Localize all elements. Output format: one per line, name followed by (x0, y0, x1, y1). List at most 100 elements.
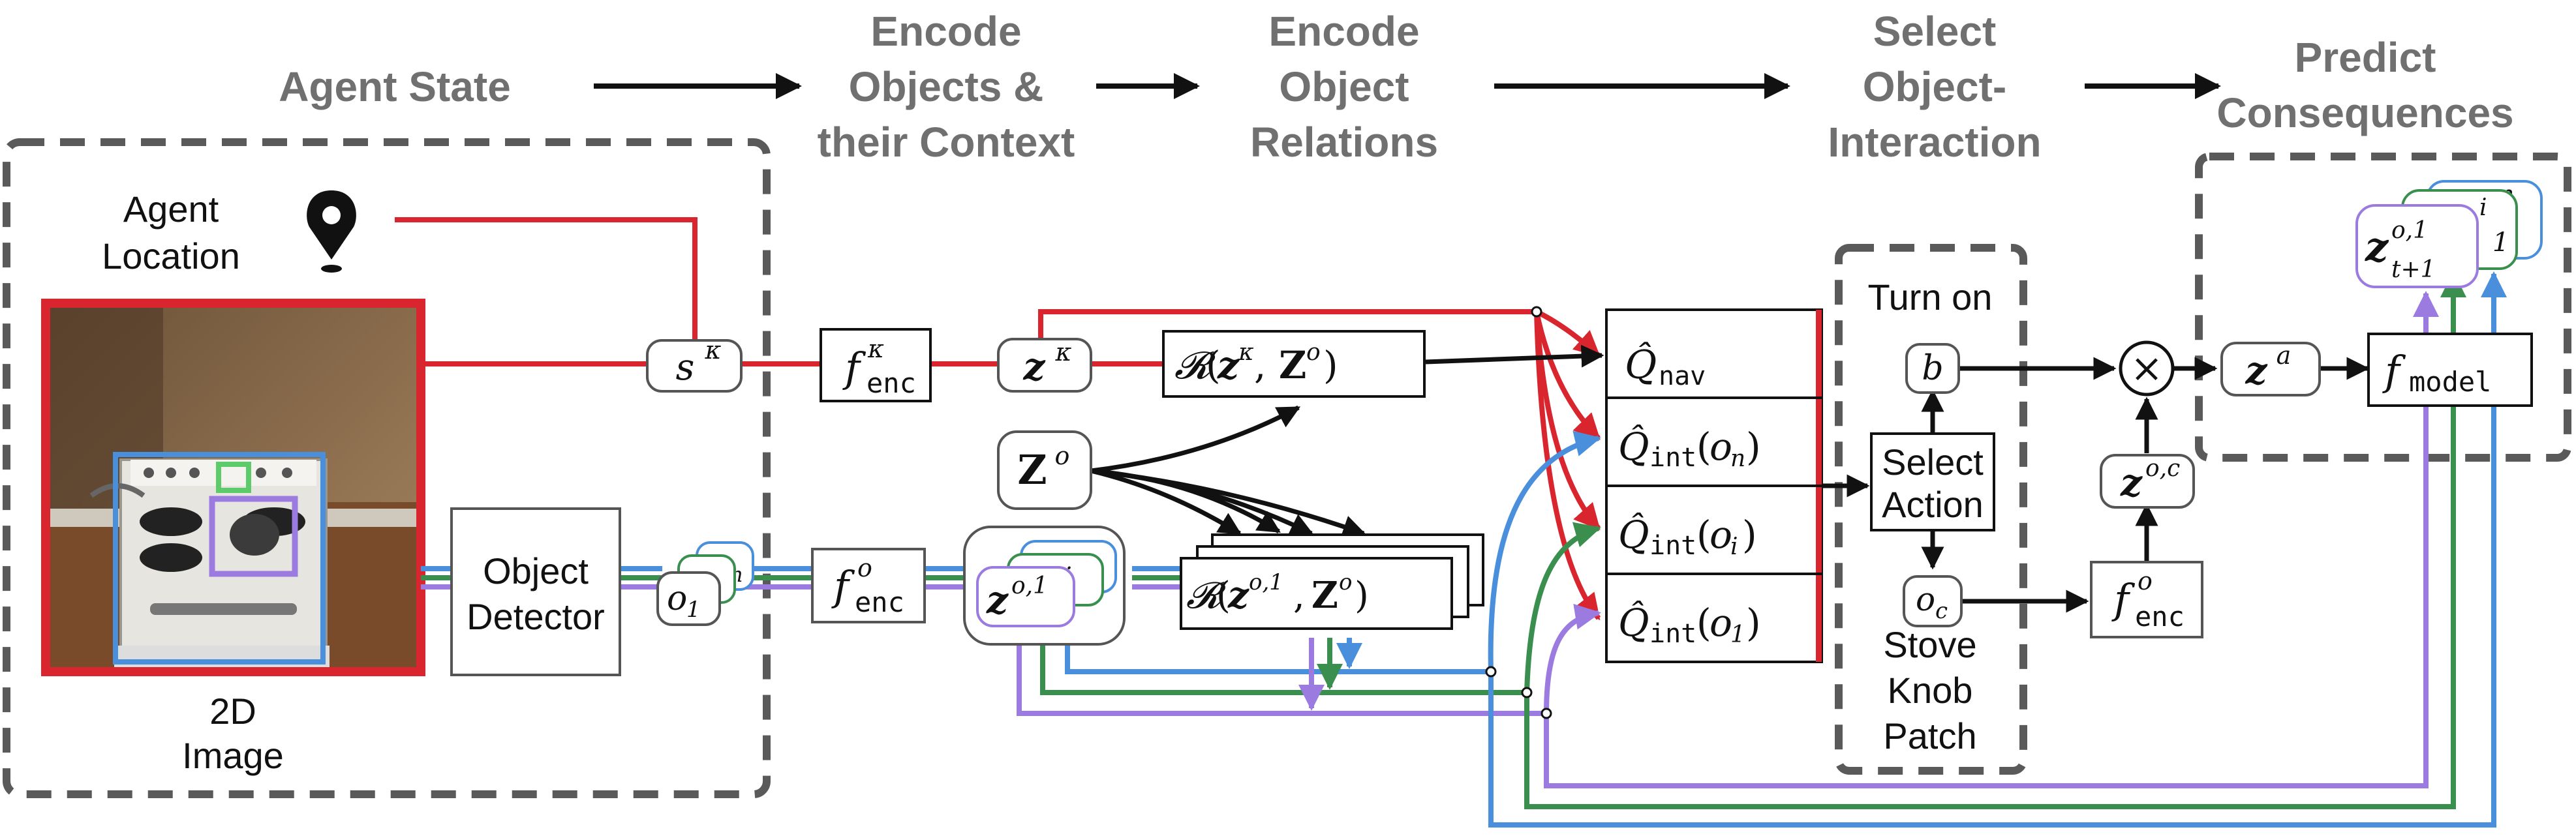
svg-text:o,1: o,1 (1011, 573, 1048, 599)
svg-text:o,1: o,1 (2391, 217, 2428, 244)
svg-text:Image: Image (182, 735, 284, 776)
svg-text:t+1: t+1 (2391, 256, 2436, 283)
svg-text:o: o (1339, 569, 1352, 595)
svg-text:c: c (1935, 598, 1948, 624)
f-enc-kappa-box: f κ enc (820, 328, 932, 402)
svg-text:enc: enc (855, 586, 904, 618)
object-detector-box: Object Detector (450, 507, 621, 676)
stage-predict: Predict Consequences (2216, 34, 2513, 136)
stage-select-interaction: Select Object- Interaction (1828, 8, 2041, 166)
svg-text:Encode: Encode (870, 8, 1021, 55)
svg-text:their Context: their Context (818, 119, 1075, 166)
svg-text:o: o (1710, 513, 1732, 557)
red-wires (395, 217, 1601, 621)
svg-text:z: z (2365, 223, 2389, 271)
svg-text:model: model (2409, 366, 2491, 398)
svg-text:): ) (1746, 601, 1761, 645)
svg-text:(: ( (1696, 601, 1711, 645)
svg-text:Select: Select (1882, 441, 1984, 483)
svg-text:Q̂: Q̂ (1625, 342, 1657, 388)
svg-text:o: o (1055, 441, 1070, 470)
svg-text:int: int (1649, 443, 1696, 473)
svg-text:n: n (1730, 445, 1745, 472)
z-objects-node: Z o (997, 430, 1092, 510)
z-action-node: z a (2220, 341, 2321, 396)
object-token-stack: o n o i o 1 (656, 541, 754, 626)
svg-text:Location: Location (102, 235, 240, 276)
wire-junctions (1485, 666, 1552, 719)
svg-text:z: z (986, 578, 1009, 622)
svg-text:Agent: Agent (123, 188, 219, 230)
svg-text:(: ( (1696, 513, 1711, 557)
svg-text:κ: κ (705, 336, 722, 365)
svg-text:×: × (2130, 346, 2163, 391)
svg-text:z: z (1217, 343, 1240, 387)
agent-location-label: Agent Location (102, 188, 240, 276)
o-c-node: o c (1903, 575, 1963, 627)
svg-text:Consequences: Consequences (2216, 89, 2513, 136)
svg-text:o,1: o,1 (1249, 569, 1283, 595)
svg-text:(: ( (1206, 343, 1221, 387)
svg-text:z: z (2245, 348, 2268, 393)
svg-text:enc: enc (866, 367, 916, 399)
svg-text:Q̂: Q̂ (1618, 424, 1649, 469)
svg-text:κ: κ (867, 335, 884, 363)
svg-text:o: o (1710, 601, 1732, 645)
svg-text:,: , (1293, 575, 1305, 617)
svg-text:(: ( (1696, 425, 1711, 469)
relation-object-stack: 𝓡 ( z o,1 , Z o ) (1180, 533, 1484, 630)
svg-text:Z: Z (1279, 343, 1306, 387)
svg-text:z: z (1023, 344, 1046, 389)
stage-encode-relations: Encode Object Relations (1250, 8, 1438, 166)
svg-text:1: 1 (1730, 621, 1745, 648)
q-value-table: Q̂ nav Q̂ int ( o n ) Q̂ int ( o i ) Q̂ … (1605, 308, 1823, 663)
stove-photo (41, 299, 425, 676)
svg-text:o: o (1710, 425, 1732, 469)
svg-text:o: o (1916, 580, 1935, 618)
svg-text:o: o (667, 579, 687, 618)
svg-text:): ) (1746, 425, 1761, 469)
f-model-box: f model (2367, 333, 2533, 407)
svg-text:𝓡: 𝓡 (1186, 575, 1226, 617)
image-caption: 2D Image (182, 691, 284, 776)
svg-text:2D: 2D (209, 691, 256, 732)
svg-text:Action: Action (1882, 484, 1984, 525)
svg-text:i: i (1730, 533, 1738, 560)
turn-on-label: Turn on (1868, 276, 1993, 318)
svg-text:Object: Object (483, 550, 589, 591)
agent-state-box (3, 138, 771, 798)
select-action-box: Select Action (1870, 432, 1995, 531)
location-pin-icon (307, 190, 356, 273)
f-enc-patch-box: f o enc (2090, 561, 2203, 638)
svg-text:o: o (1306, 339, 1321, 366)
svg-text:int: int (1649, 619, 1696, 649)
svg-text:Detector: Detector (467, 596, 605, 637)
svg-text:z: z (2120, 460, 2143, 505)
predict-box (2195, 153, 2571, 462)
svg-text:𝓡: 𝓡 (1174, 343, 1216, 387)
svg-text:o: o (857, 554, 872, 582)
svg-text:1: 1 (686, 597, 701, 623)
z-next-state-stack: n i 1 z o,1 t+1 (2355, 180, 2543, 288)
b-node: b (1905, 343, 1960, 394)
svg-text:Encode: Encode (1268, 8, 1419, 55)
svg-text:Stove: Stove (1883, 624, 1976, 665)
stage-encode-objects: Encode Objects & their Context (818, 8, 1075, 166)
svg-text:int: int (1649, 531, 1696, 561)
svg-text:enc: enc (2135, 601, 2185, 633)
svg-text:Objects &: Objects & (849, 63, 1044, 110)
svg-text:): ) (1742, 513, 1757, 557)
svg-text:a: a (2277, 341, 2292, 370)
svg-text:b: b (1922, 349, 1943, 388)
stage-agent-state: Agent State (279, 63, 511, 110)
svg-text:i: i (2479, 194, 2487, 221)
red-junction (1531, 306, 1542, 318)
svg-text:Object: Object (1279, 63, 1409, 110)
select-interaction-box (1835, 244, 2027, 775)
multiply-node: × (2119, 340, 2175, 396)
svg-text:o: o (2138, 567, 2153, 595)
svg-text:Turn on: Turn on (1868, 276, 1993, 318)
svg-text:κ: κ (1238, 339, 1254, 366)
svg-text:,: , (1254, 343, 1266, 387)
